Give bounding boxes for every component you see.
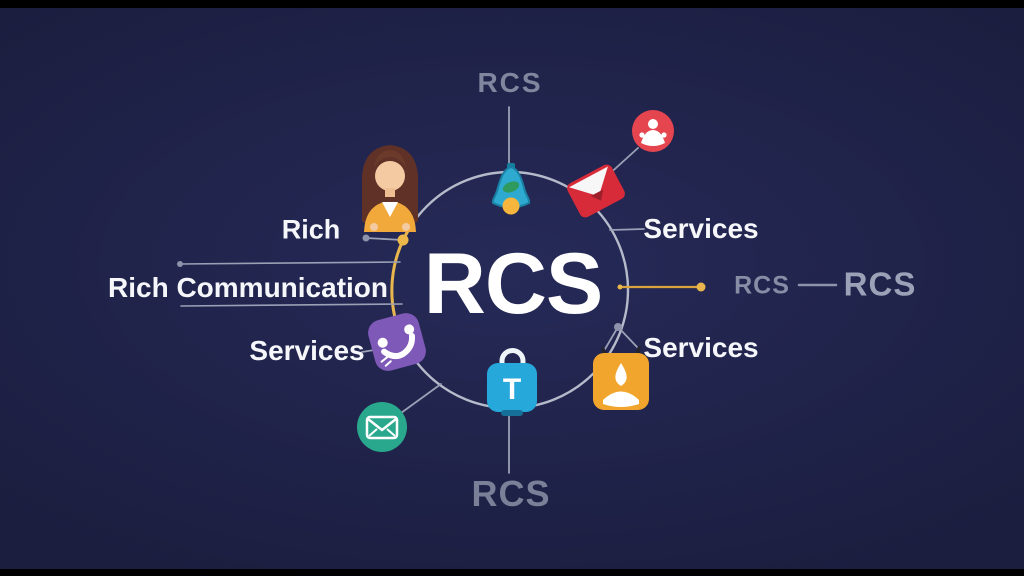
letterbox-top [0,0,1024,8]
dot-line-end [177,261,183,267]
services-right-top-label: Services [643,213,759,244]
rcs-small-right-label: RCS [734,271,790,300]
lock-t-icon: T [487,348,537,416]
dot-fork [614,323,622,331]
line-fork-left [604,326,619,350]
phone-bell-icon [491,163,531,215]
top-rcs-label: RCS [477,67,543,98]
center-rcs-title: RCS [423,236,604,332]
woman-avatar [361,145,419,232]
line-to-envelope-circle [400,383,442,414]
share-sync-icon [368,313,426,371]
line-above-communication [179,261,401,265]
lock-letter-glyph: T [503,373,521,406]
connector-dots [177,234,706,331]
line-services-right-top [609,228,645,231]
services-left-label: Services [249,335,365,366]
letterbox-bottom [0,569,1024,576]
line-services-left [361,349,375,353]
rcs-large-right-label: RCS [843,265,917,303]
rich-label: Rich [281,214,341,245]
dot-yellow-arc [397,234,409,246]
mail-envelope-icon [567,164,625,218]
dot-yellow-line-end [696,282,706,292]
connector-lines [179,106,838,474]
contact-badge-icon [593,346,649,410]
rich-communication-label: Rich Communication [107,272,389,303]
dot-rich [362,234,370,242]
line-rich [365,237,403,241]
bottom-rcs-label: RCS [471,473,551,514]
line-below-communication [180,303,403,307]
support-person-icon [632,110,674,152]
envelope-circle-icon [357,402,407,452]
line-fork-right [617,326,639,349]
services-right-bottom-label: Services [643,332,759,363]
dot-yellow-line-start [617,284,623,290]
